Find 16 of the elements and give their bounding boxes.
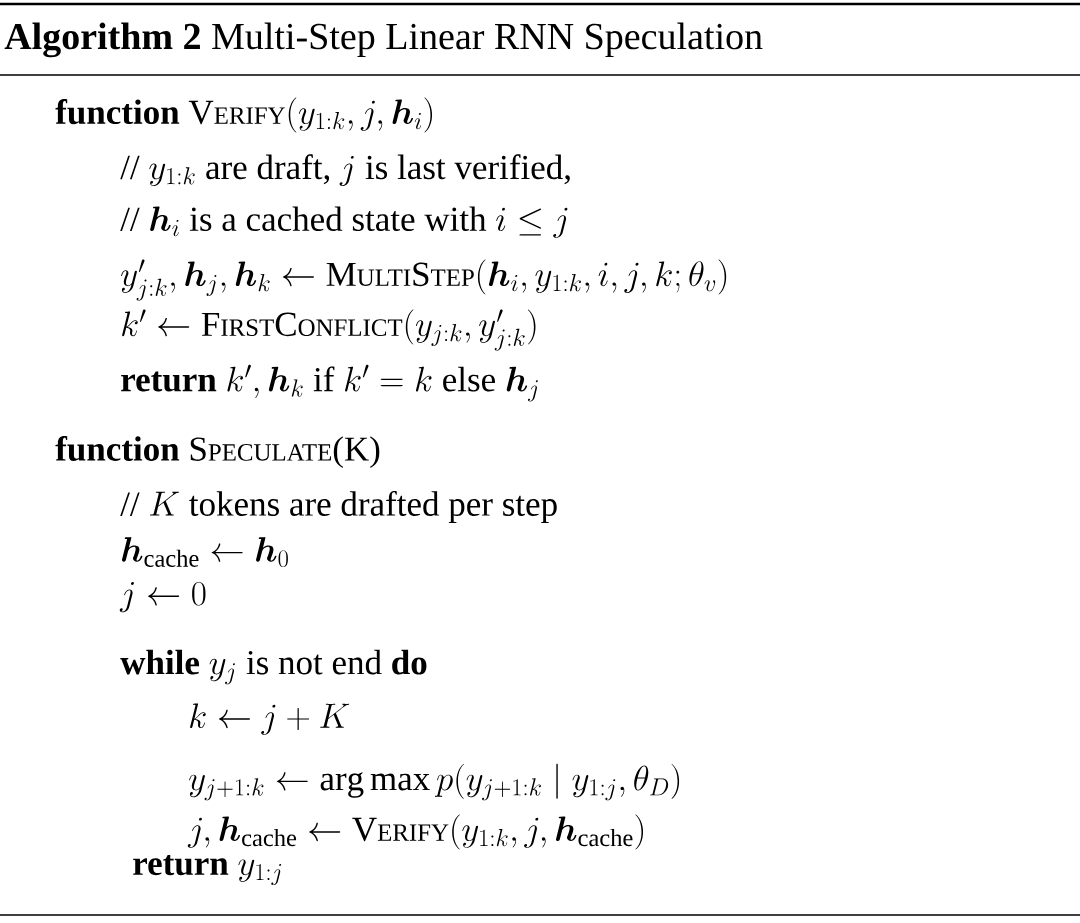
algorithm-line: $\text{// } K \text{ tokens are drafted per step}$	[120, 490, 557, 524]
algorithm-line: $\text{// } \boldsymbol{h}_i \text{ is a cached state with } i \le j$	[120, 206, 568, 238]
algorithm-line: $\textbf{function}\ \text{S\textsmaller{PECULATE}(K)}$	[55, 435, 380, 469]
algorithm-line: $k' \leftarrow \text{F\textsmaller{IRST}C\textsmaller{ONFLICT}}(y_{j:k}, y'_{j:k})$	[122, 309, 536, 351]
algorithm-line: $j, \boldsymbol{h}_{\text{cache}} \leftarrow \text{V\textsmaller{ERIFY}}(y_{1:k}, j, \boldsymbol{h}_{\text{cache}})$	[187, 814, 644, 850]
algorithm-line: $\textbf{while } y_j \text{ is not end } \textbf{do}$	[120, 649, 427, 685]
algorithm-line: $\textbf{return } y_{1:j}$	[133, 855, 282, 886]
algorithm-line: $\textbf{function}\ \text{V\textsmaller{ERIFY}}(y_{1:k}, j, \boldsymbol{h}_i)$	[55, 97, 433, 133]
algorithm-title: Algorithm 2 Multi-Step Linear RNN Speculation	[4, 22, 763, 58]
algorithm-line: $\textbf{return } k', \boldsymbol{h}_k \text{ if } k' = k \text{ else } \boldsymbol{h}_j$	[121, 364, 538, 402]
algorithm-line: $y_{j+1:k} \leftarrow \arg\max p(y_{j+1:k} \mid y_{1:j}, \theta_D)$	[189, 763, 680, 801]
algorithm-line: $\text{// } y_{1:k} \text{ are draft, } j \text{ is last verified,}$	[120, 154, 570, 187]
algorithm-line: $k \leftarrow j + K$	[190, 703, 350, 735]
algorithm-line: $y'_{j:k}, \boldsymbol{h}_j, \boldsymbol{h}_k \leftarrow \text{M\textsmaller{ULTI}S\textsmaller{TEP}}(\boldsymbol{h}_i, y_{1:k}, i, j, k; \theta_v)$	[121, 259, 727, 301]
algorithm-line: $j \leftarrow 0$	[119, 581, 206, 613]
algorithm-line: $\boldsymbol{h}_{\text{cache}} \leftarrow \boldsymbol{h}_0$	[121, 537, 288, 568]
